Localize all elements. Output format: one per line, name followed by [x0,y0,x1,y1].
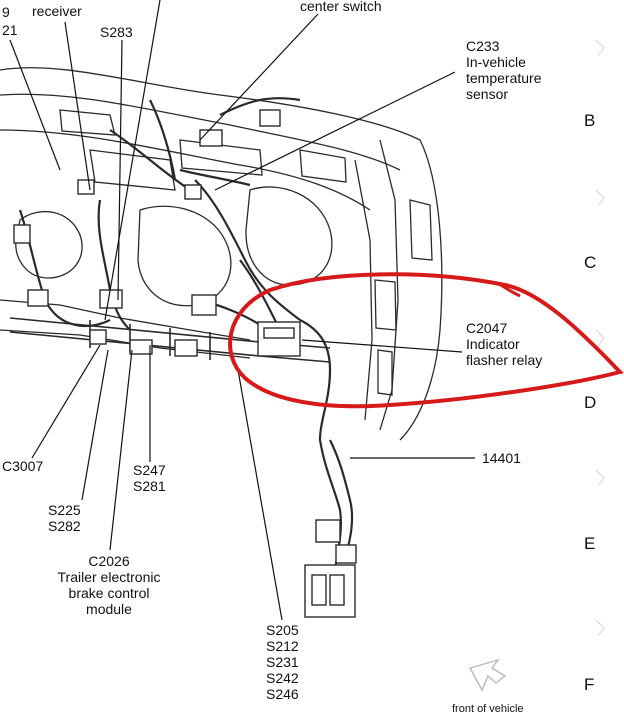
label-s247: S247 S281 [133,462,166,494]
label-c2026: C2026 Trailer electronic brake control m… [57,553,161,617]
label-front-of-vehicle: front of vehicle [452,703,524,715]
grid-letter-d: D [584,393,597,412]
label-s225: S225 S282 [48,502,81,534]
label-receiver: receiver [32,3,82,19]
label-center-switch: center switch [300,0,382,14]
label-top-left-b: 21 [2,22,18,38]
grid-letter-b: B [584,111,596,130]
label-c2047: C2047 Indicator flasher relay [466,320,543,368]
front-arrow-icon [468,658,507,692]
margin-marks [595,39,605,637]
grid-letter-f: F [584,675,595,694]
label-14401: 14401 [482,450,521,466]
highlight-circle [228,272,624,409]
label-c3007: C3007 [2,458,44,474]
dashboard-outline [0,67,443,441]
label-s283: S283 [100,24,133,40]
connectors [13,109,357,618]
trailer-brake-module-connector [304,564,356,618]
highlight-tail [497,281,521,298]
leader-lines [9,0,475,621]
label-top-left-a: 9 [2,4,10,20]
grid-letter-e: E [584,534,596,553]
grid-letter-c: C [584,253,597,272]
flasher-relay-connector [257,321,301,357]
label-s205: S205 S212 S231 S242 S246 [266,622,299,702]
label-c233: C233 In-vehicle temperature sensor [466,38,542,102]
